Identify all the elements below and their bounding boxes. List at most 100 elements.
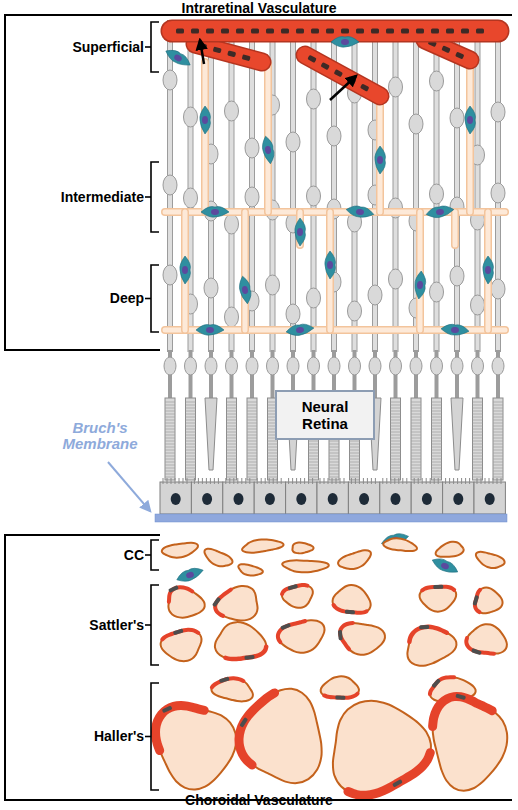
pericyte [430, 555, 460, 576]
disc-stripe [432, 405, 442, 406]
disc-stripe [411, 453, 421, 454]
disc-stripe [473, 450, 483, 451]
rpe-nucleus [234, 493, 244, 505]
disc-stripe [309, 477, 319, 478]
disc-stripe [247, 411, 257, 412]
choroid-vessel [340, 623, 385, 655]
muscle-nucleus [280, 623, 291, 630]
smooth-muscle [239, 693, 275, 765]
cell-body [184, 188, 198, 208]
choroid-vessel [475, 588, 503, 614]
disc-stripe [227, 447, 237, 448]
disc-stripe [227, 474, 237, 475]
retinal-vessels [163, 29, 505, 585]
endothelial-nucleus [307, 55, 316, 63]
rpe-cell [474, 482, 505, 514]
pericyte-nucleus [296, 326, 305, 333]
layer-bracket [151, 162, 159, 232]
endothelial-nucleus [326, 29, 334, 34]
disc-stripe [493, 456, 503, 457]
disc-stripe [432, 444, 442, 445]
disc-stripe [165, 417, 175, 418]
disc-stripe [493, 459, 503, 460]
disc-stripe [350, 462, 360, 463]
disc-stripe [165, 438, 175, 439]
flow-arrow [200, 40, 204, 64]
cell-process [454, 20, 460, 352]
disc-stripe [473, 423, 483, 424]
layer-bracket [151, 540, 159, 570]
pericyte-nucleus [202, 116, 208, 124]
disc-stripe [247, 477, 257, 478]
disc-stripe [247, 417, 257, 418]
pericyte-nucleus [440, 562, 450, 571]
endothelial-nucleus [320, 62, 329, 70]
microvillus [241, 478, 242, 484]
capillary-wall [416, 212, 424, 330]
pericyte-body [200, 106, 211, 134]
pericyte [375, 146, 386, 174]
disc-stripe [493, 477, 503, 478]
muscle-nucleus [345, 610, 355, 615]
disc-stripe [350, 477, 360, 478]
disc-stripe [165, 456, 175, 457]
disc-stripe [473, 447, 483, 448]
disc-stripe [391, 477, 401, 478]
disc-stripe [493, 468, 503, 469]
cell-body [307, 89, 321, 109]
cell-body [409, 114, 423, 134]
muscle-nucleus [455, 694, 466, 701]
disc-stripe [165, 405, 175, 406]
photoreceptor-soma [267, 357, 279, 375]
disc-stripe [391, 450, 401, 451]
pericyte [163, 46, 193, 69]
muscle-nucleus [173, 629, 184, 636]
rpe-cell [317, 482, 348, 514]
vessel-lumen [425, 40, 470, 60]
disc-stripe [247, 438, 257, 439]
rpe-cell [160, 482, 191, 514]
disc-stripe [432, 417, 442, 418]
pericyte [441, 323, 470, 336]
disc-stripe [350, 456, 360, 457]
pericyte-body [325, 251, 336, 279]
disc-stripe [411, 465, 421, 466]
disc-stripe [165, 453, 175, 454]
microvillus [249, 478, 250, 484]
disc-stripe [473, 453, 483, 454]
bracket-tick [145, 624, 151, 626]
muscle-nucleus [287, 584, 298, 591]
cell-process [455, 20, 459, 352]
disc-stripe [411, 471, 421, 472]
disc-stripe [165, 426, 175, 427]
pericyte-nucleus [377, 156, 383, 164]
disc-stripe [186, 462, 196, 463]
disc-stripe [165, 408, 175, 409]
layer-bracket [151, 22, 159, 72]
microvillus [355, 478, 356, 484]
disc-stripe [411, 426, 421, 427]
capillary-wall [181, 212, 189, 330]
microvillus [336, 478, 337, 484]
photoreceptor-soma [185, 357, 197, 375]
microvillus [453, 478, 454, 484]
disc-stripe [309, 468, 319, 469]
microvillus [257, 478, 258, 484]
capillary-lumen [468, 62, 473, 212]
pericyte [200, 106, 211, 134]
microvillus [477, 478, 478, 484]
choroid-vessel [278, 620, 325, 653]
cell-process [290, 20, 296, 352]
disc-stripe [411, 477, 421, 478]
disc-stripe [268, 453, 278, 454]
cell-body [245, 187, 259, 207]
disc-stripe [247, 471, 257, 472]
microvillus [233, 478, 234, 484]
muscle-nucleus [244, 655, 254, 660]
muscle-nucleus [219, 677, 230, 684]
disc-stripe [473, 471, 483, 472]
endothelial-nucleus [176, 29, 184, 34]
disc-stripe [186, 423, 196, 424]
disc-stripe [493, 462, 503, 463]
microvillus [292, 478, 293, 484]
